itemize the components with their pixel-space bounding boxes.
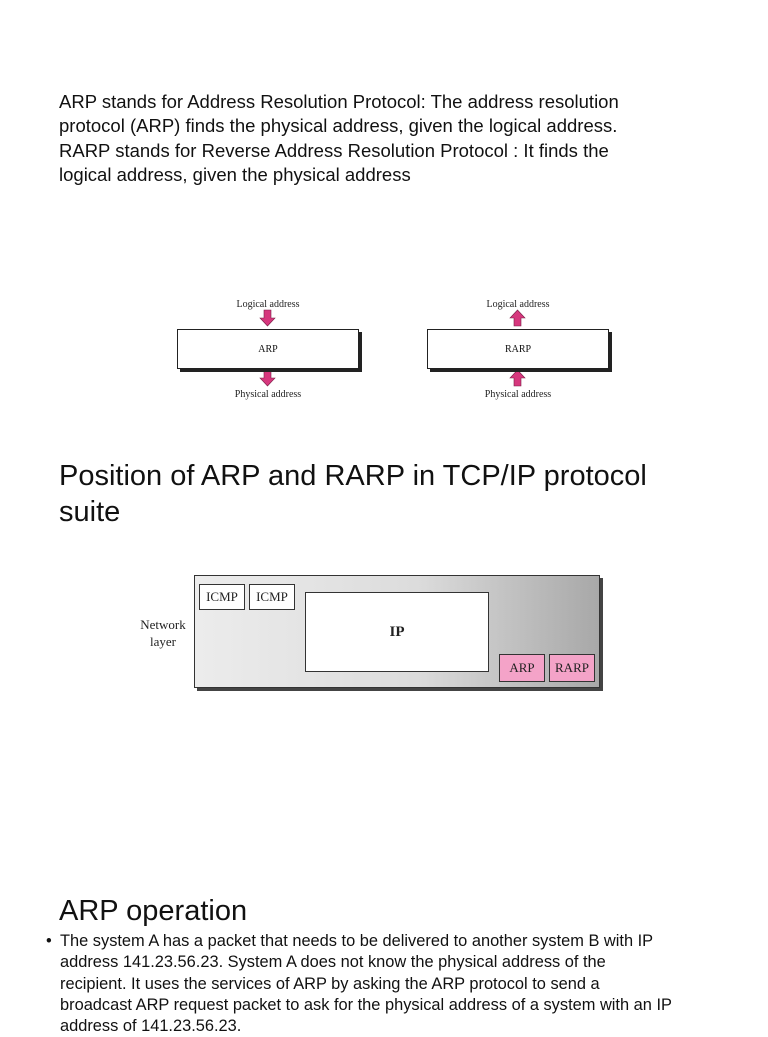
network-label-line: Network bbox=[140, 617, 186, 632]
arp-highlight-box: ARP bbox=[499, 654, 545, 682]
intro-line: logical address, given the physical addr… bbox=[59, 163, 411, 185]
network-layer-box: ICMP ICMP IP ARP RARP bbox=[194, 575, 600, 688]
bullet-line: The system A has a packet that needs to … bbox=[60, 932, 654, 950]
intro-line: protocol (ARP) finds the physical addres… bbox=[59, 115, 618, 137]
rarp-bottom-up-arrow-icon bbox=[509, 369, 526, 387]
rarp-top-up-arrow-icon bbox=[509, 309, 526, 327]
section-title-line: Position of ARP and RARP in TCP/IP proto… bbox=[59, 460, 647, 492]
bullet-line: broadcast ARP request packet to ask for … bbox=[60, 995, 672, 1014]
bullet-line: address 141.23.56.23. System A does not … bbox=[60, 953, 606, 972]
bullet-line: recipient. It uses the services of ARP b… bbox=[60, 974, 600, 993]
section-title-position: Position of ARP and RARP in TCP/IP proto… bbox=[59, 458, 739, 530]
network-layer-label: Network layer bbox=[130, 616, 196, 650]
bullet-dot-icon: • bbox=[46, 932, 52, 950]
rarp-highlight-box: RARP bbox=[549, 654, 595, 682]
arp-box: ARP bbox=[177, 329, 359, 369]
arrows-layer bbox=[259, 309, 526, 387]
arp-logical-label: Logical address bbox=[236, 299, 300, 310]
arp-physical-label: Physical address bbox=[234, 389, 302, 400]
intro-paragraph: ARP stands for Address Resolution Protoc… bbox=[59, 90, 719, 187]
icmp-box: ICMP bbox=[199, 584, 245, 610]
intro-line: RARP stands for Reverse Address Resoluti… bbox=[59, 139, 609, 161]
rarp-logical-label: Logical address bbox=[486, 299, 550, 310]
rarp-physical-label: Physical address bbox=[484, 389, 552, 400]
arp-top-down-arrow-icon bbox=[259, 309, 276, 327]
arp-bottom-down-arrow-icon bbox=[259, 369, 276, 387]
ip-box: IP bbox=[305, 592, 489, 672]
network-label-line: layer bbox=[150, 634, 176, 649]
bullet-line: address of 141.23.56.23. bbox=[60, 1017, 242, 1036]
section-title-arp-operation: ARP operation bbox=[59, 895, 248, 927]
rarp-box: RARP bbox=[427, 329, 609, 369]
arp-rarp-figure: Logical address ARP Physical address Log… bbox=[150, 288, 650, 408]
network-layer-figure: Network layer ICMP ICMP IP ARP RARP bbox=[130, 560, 620, 710]
section-title-line: suite bbox=[59, 496, 121, 528]
intro-line: ARP stands for Address Resolution Protoc… bbox=[59, 91, 619, 112]
icmp-box: ICMP bbox=[249, 584, 295, 610]
bullet-text: The system A has a packet that needs to … bbox=[60, 931, 672, 1037]
